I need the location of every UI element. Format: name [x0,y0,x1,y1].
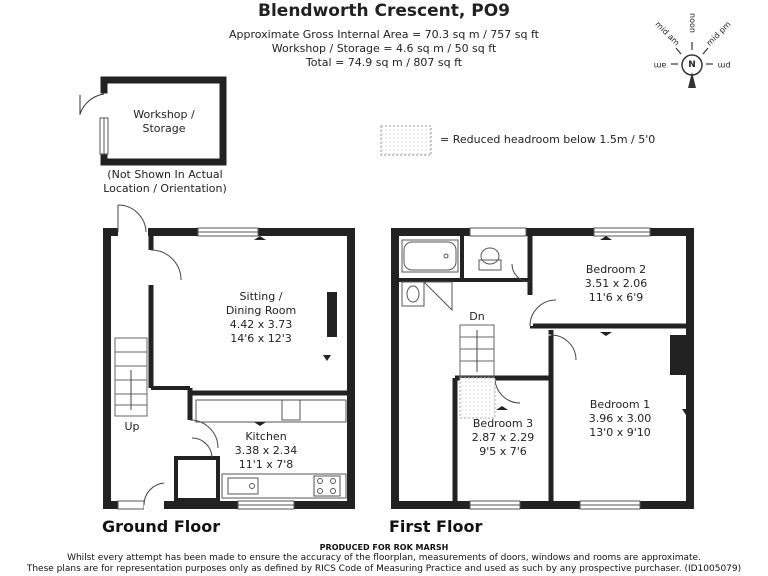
bedroom-1-name: Bedroom 1 [589,398,651,411]
workshop-note-2: Location / Orientation) [103,182,227,195]
workshop-area-text: Workshop / Storage = 4.6 sq m / 50 sq ft [271,42,497,55]
first-floor-plan [391,227,694,510]
workshop-label-2: Storage [142,122,186,135]
property-title: Blendworth Crescent, PO9 [258,1,510,21]
bedroom-3-imperial: 9'5 x 7'6 [479,445,527,458]
total-area-text: Total = 74.9 sq m / 807 sq ft [305,56,463,69]
bedroom-1-imperial: 13'0 x 9'10 [589,426,651,439]
compass-north-label: N [688,60,696,70]
kitchen-imperial: 11'1 x 7'8 [238,458,294,471]
disclaimer-line-2: These plans are for representation purpo… [26,564,742,574]
legend-reduced-headroom: = Reduced headroom below 1.5m / 5'0 [440,133,656,146]
compass-icon [671,42,713,88]
sitting-room-name-2: Dining Room [225,304,297,317]
bedroom-2-imperial: 11'6 x 6'9 [588,291,644,304]
workshop-note-1: (Not Shown In Actual [107,168,223,181]
produced-by-text: PRODUCED FOR ROK MARSH [319,543,449,552]
compass-noon-label: noon [688,13,697,33]
bedroom-2-name: Bedroom 2 [585,263,647,276]
first-floor-label: First Floor [389,517,483,536]
workshop-label-1: Workshop / [133,108,195,121]
sitting-room-metric: 4.42 x 3.73 [229,318,293,331]
hob-icon [313,475,341,497]
disclaimer-line-1: Whilst every attempt has been made to en… [67,553,701,563]
sitting-room-name: Sitting / [239,290,283,303]
stairs-up-label: Up [124,420,140,433]
kitchen-metric: 3.38 x 2.34 [234,444,298,457]
reduced-headroom-swatch [380,125,432,156]
ground-floor-plan [103,204,355,510]
ground-floor-label: Ground Floor [102,517,221,536]
bedroom-1-metric: 3.96 x 3.00 [588,412,652,425]
sitting-room-imperial: 14'6 x 12'3 [230,332,292,345]
bedroom-2-metric: 3.51 x 2.06 [584,277,648,290]
gross-area-text: Approximate Gross Internal Area = 70.3 s… [229,28,539,41]
kitchen-name: Kitchen [245,430,287,443]
compass-am-label: am [653,61,667,70]
bedroom-3-name: Bedroom 3 [472,417,534,430]
bedroom-3-metric: 2.87 x 2.29 [471,431,535,444]
workshop-outbuilding [79,76,227,166]
compass-pm-label: pm [717,61,731,70]
stairs-down-label: Dn [469,310,485,323]
